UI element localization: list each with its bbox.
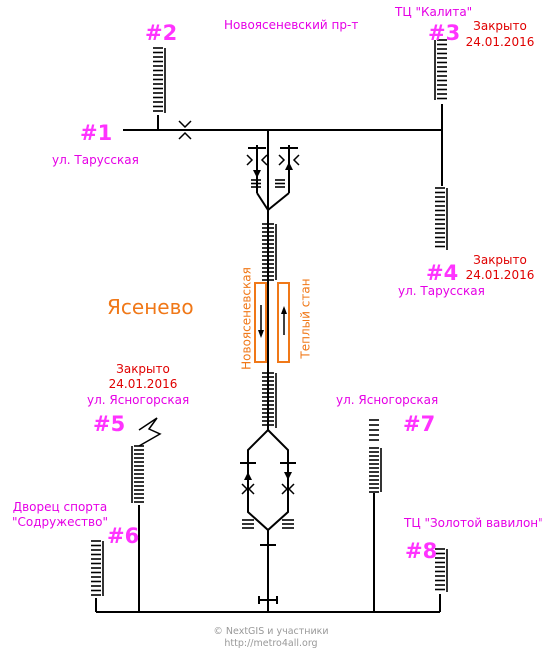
footer-url[interactable]: http://metro4all.org (224, 638, 318, 649)
stair-entrance-7 (369, 447, 382, 493)
stair-hex-left (242, 519, 254, 529)
stair-entrance-4 (435, 187, 448, 250)
entrance-7-number[interactable]: #7 (403, 412, 436, 436)
upper-fork (246, 145, 300, 211)
stair-upper-escalator (262, 223, 277, 281)
stair-fork-left (251, 179, 261, 188)
entrance-4-number[interactable]: #4 (426, 261, 459, 285)
stair-entrance-3 (434, 39, 447, 100)
stair-entrance-7-top (369, 419, 379, 441)
stair-entrance-6 (91, 540, 104, 596)
entrance-6-number[interactable]: #6 (107, 524, 140, 548)
closure-3-status: Закрыто (473, 19, 527, 33)
footer-copyright: © NextGIS и участники (213, 626, 329, 637)
street-label-tarusskaya-1: ул. Тарусская (52, 153, 139, 167)
stair-groups (91, 39, 448, 596)
stair-entrance-5 (131, 445, 144, 503)
entrance-5-number[interactable]: #5 (93, 412, 126, 436)
turnstile-top (178, 120, 192, 140)
track-direction-right: Теплый стан (298, 278, 313, 359)
street-label-tarusskaya-4: ул. Тарусская (398, 284, 485, 298)
landmark-zolotoy-vavilon: ТЦ "Золотой вавилон" (404, 516, 542, 530)
station-name: Ясенево (107, 295, 194, 319)
stair-fork-right (275, 179, 285, 188)
track-direction-left: Новоясеневская (239, 267, 254, 370)
entrance-5-shape (138, 417, 162, 447)
street-label-yasnogorskaya-5: ул. Ясногорская (87, 393, 190, 407)
closure-4-status: Закрыто (473, 253, 527, 267)
stair-lower-escalator (262, 372, 277, 428)
street-label-novoyasenevsky: Новоясеневский пр-т (224, 18, 359, 32)
closure-5-date: 24.01.2016 (108, 377, 178, 391)
landmark-sodruzhestvo-line1: Дворец спорта (12, 500, 108, 514)
entrance-1-number[interactable]: #1 (80, 121, 113, 145)
passage-lines (95, 104, 443, 613)
landmark-sodruzhestvo-line2: "Содружество" (12, 515, 108, 529)
street-label-yasnogorskaya-7: ул. Ясногорская (336, 393, 439, 407)
closure-3-date: 24.01.2016 (465, 35, 535, 49)
stair-entrance-8 (435, 548, 448, 592)
stair-entrance-2 (153, 47, 166, 113)
platform-hall (254, 282, 290, 363)
closure-4-date: 24.01.2016 (465, 268, 535, 282)
entrance-3-number[interactable]: #3 (428, 21, 461, 45)
entrance-2-number[interactable]: #2 (145, 21, 178, 45)
entrance-8-number[interactable]: #8 (405, 539, 438, 563)
landmark-kalita: ТЦ "Калита" (395, 5, 473, 19)
lower-fork (240, 428, 296, 604)
stair-hex-right (282, 519, 294, 529)
closure-5-status: Закрыто (116, 362, 170, 376)
